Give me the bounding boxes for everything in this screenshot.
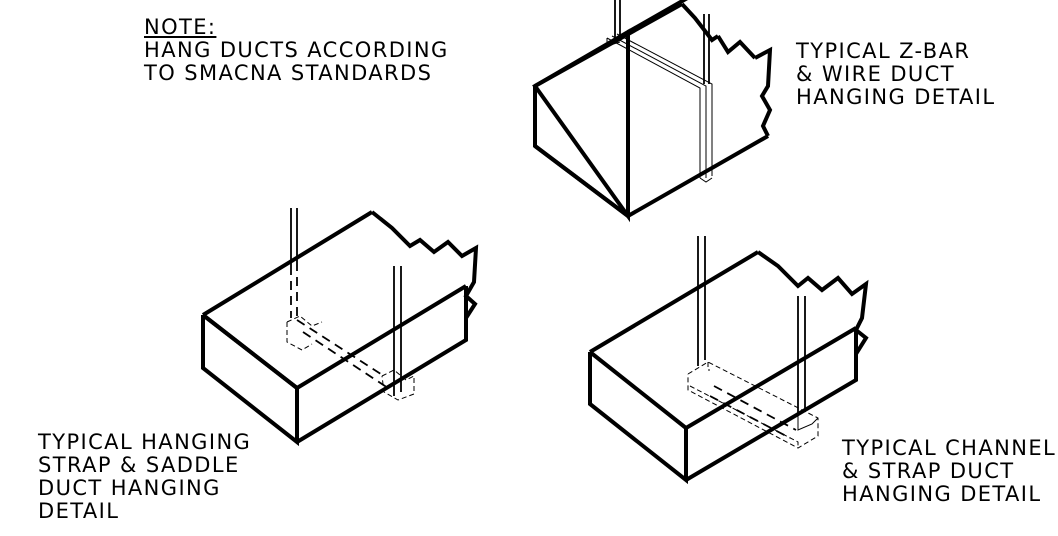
channel-strap-clip [797,416,819,431]
detail-label-channel-strap: TYPICAL CHANNEL & STRAP DUCT HANGING DET… [842,437,1056,506]
channel-outline-hidden [687,361,819,449]
duct-top-edges-z [534,0,689,88]
duct-break-strap [370,210,479,340]
hanger-strap-left [290,208,298,266]
saddle-hidden-lines [296,319,389,389]
detail-label-line: & WIRE DUCT [796,62,955,86]
detail-label-line: TYPICAL HANGING [38,430,252,454]
strap-saddle-duct-detail [201,208,479,447]
channel-inner-hidden [689,362,799,448]
duct-top-break-z [680,2,720,43]
detail-label-line: & STRAP DUCT [842,459,1015,483]
detail-label-line: HANGING DETAIL [796,85,996,109]
hanger-wire-right-z [703,14,710,84]
note-block: NOTE: HANG DUCTS ACCORDING TO SMACNA STA… [144,16,449,85]
channel-hidden-lines [709,385,797,439]
detail-label-line: DETAIL [38,499,120,523]
duct-top-edges-channel [588,250,858,430]
saddle-right-clip [381,369,415,401]
hanger-strap-right [393,266,402,396]
duct-side-break-z [716,34,773,137]
note-heading: NOTE: [144,15,217,39]
duct-bottom-side-strap [295,286,468,444]
z-bar-wire-duct-detail [532,0,773,223]
hanger-strap-left-hidden [290,262,298,320]
hanger-strap-left-channel [697,236,706,366]
hanger-wire-left-z [614,0,621,40]
note-line: HANG DUCTS ACCORDING [144,38,449,62]
duct-end-lower-channel [588,350,688,485]
duct-bottom-side-channel [684,328,858,482]
z-bar [606,33,713,183]
duct-end-top-strap [201,313,299,390]
detail-label-line: STRAP & SADDLE [38,453,240,477]
note-line: TO SMACNA STANDARDS [144,61,433,85]
hanger-strap-right-channel [797,296,806,416]
detail-label-line: DUCT HANGING [38,476,221,500]
detail-label-z-bar: TYPICAL Z-BAR & WIRE DUCT HANGING DETAIL [796,40,995,109]
detail-label-line: HANGING DETAIL [842,482,1042,506]
duct-bottom-end-z [533,144,630,218]
detail-label-line: TYPICAL CHANNEL [842,436,1057,460]
detail-label-line: TYPICAL Z-BAR [796,39,971,63]
z-bar-end [606,38,621,47]
duct-break-channel [756,250,869,380]
duct-end-frame-bottom-z [533,32,769,219]
detail-label-strap-saddle: TYPICAL HANGING STRAP & SADDLE DUCT HANG… [38,431,251,523]
channel-strap-duct-detail [588,236,869,485]
duct-top-edges-strap [201,210,468,390]
saddle-left-clip [286,315,323,351]
